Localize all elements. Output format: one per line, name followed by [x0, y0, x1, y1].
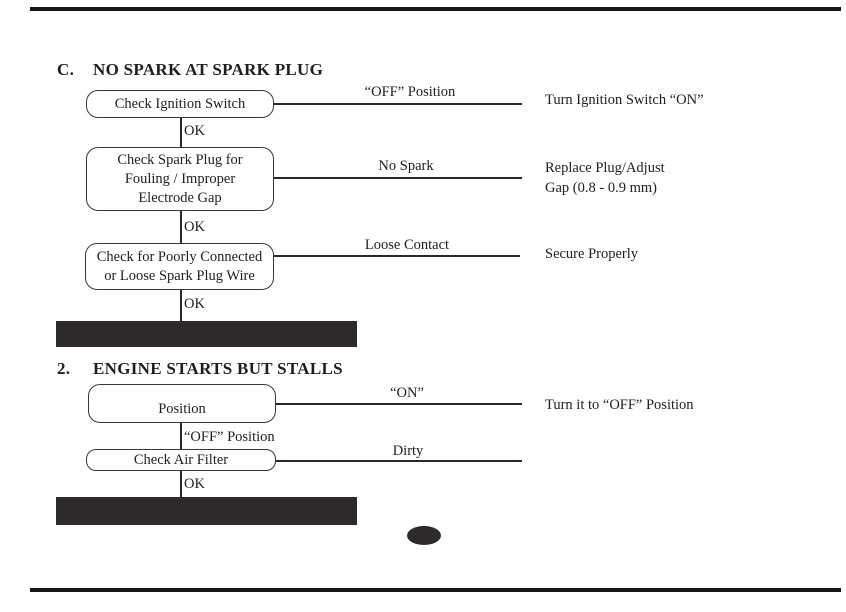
section-2-title: ENGINE STARTS BUT STALLS [93, 359, 343, 378]
bottom-border-rule [30, 588, 841, 592]
section-2-number: 2. [57, 359, 71, 378]
node-label-line3: Electrode Gap [138, 189, 222, 206]
connector-branch-dirty [276, 460, 522, 462]
ok-label-3: OK [184, 296, 205, 312]
branch-label-loose-contact: Loose Contact [364, 237, 450, 253]
remedy-line2: Gap (0.8 - 0.9 mm) [545, 179, 657, 196]
node-label-line1: Check Spark Plug for [117, 151, 243, 168]
node-label: Check Air Filter [133, 451, 229, 468]
section-c-heading: C. NO SPARK AT SPARK PLUG [57, 60, 323, 80]
flow-node-check-plug-wire: Check for Poorly Connected or Loose Spar… [85, 243, 274, 290]
connector-down-3 [180, 290, 182, 322]
flow-node-position: Position [88, 384, 276, 423]
ink-blot-dot [407, 526, 441, 545]
connector-down-4 [180, 423, 182, 449]
remedy-turn-ignition-on: Turn Ignition Switch “ON” [545, 92, 704, 108]
section-c-title: NO SPARK AT SPARK PLUG [93, 60, 324, 79]
section-c-number: C. [57, 60, 75, 79]
remedy-line1: Replace Plug/Adjust [545, 160, 665, 176]
down-branch-label-off-position: “OFF” Position [184, 429, 275, 445]
redaction-bar-1 [56, 321, 357, 347]
branch-label-no-spark: No Spark [378, 158, 434, 174]
connector-down-5 [180, 471, 182, 497]
redaction-bar-2 [56, 497, 357, 525]
ok-label-4: OK [184, 476, 205, 492]
remedy-replace-plug: Replace Plug/Adjust Gap (0.8 - 0.9 mm) [545, 159, 665, 198]
branch-label-off-position: “OFF” Position [364, 84, 456, 100]
connector-branch-on [276, 403, 522, 405]
section-2-heading: 2. ENGINE STARTS BUT STALLS [57, 359, 343, 379]
node-label-line1 [89, 385, 275, 400]
branch-label-on: “ON” [390, 385, 424, 401]
connector-branch-no-spark [274, 177, 522, 179]
ok-label-2: OK [184, 219, 205, 235]
remedy-secure-properly: Secure Properly [545, 246, 639, 262]
node-label: Check Ignition Switch [114, 95, 246, 112]
node-label-line2: or Loose Spark Plug Wire [104, 267, 255, 284]
remedy-turn-it-off: Turn it to “OFF” Position [545, 397, 694, 413]
node-label-line2: Position [158, 401, 206, 417]
flow-node-check-ignition-switch: Check Ignition Switch [86, 90, 274, 118]
node-label-line1: Check for Poorly Connected [96, 248, 263, 265]
ok-label-1: OK [184, 123, 205, 139]
connector-branch-off-position [274, 103, 522, 105]
connector-branch-loose-contact [274, 255, 520, 257]
connector-down-2 [180, 211, 182, 243]
connector-down-1 [180, 118, 182, 147]
top-border-rule [30, 7, 841, 11]
branch-label-dirty: Dirty [392, 443, 424, 459]
flow-node-check-spark-plug: Check Spark Plug for Fouling / Improper … [86, 147, 274, 211]
node-label-line2: Fouling / Improper [124, 170, 236, 187]
flow-node-check-air-filter: Check Air Filter [86, 449, 276, 471]
